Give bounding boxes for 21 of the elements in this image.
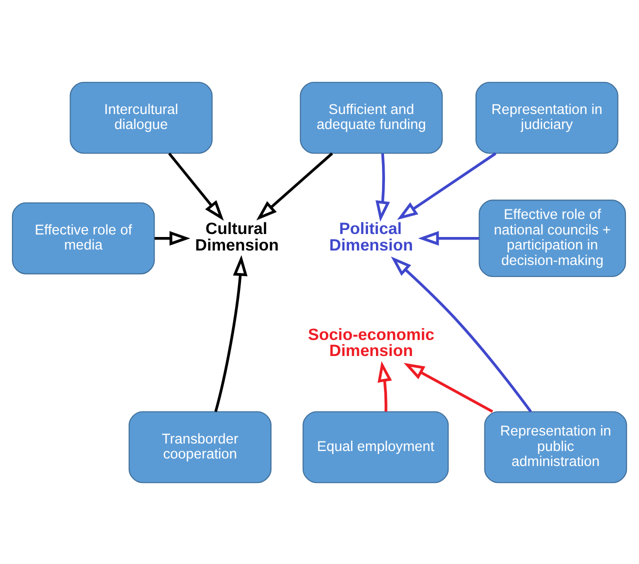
node-box: Sufficient and adequate funding — [300, 81, 443, 154]
node-text: Socio-economic Dimension — [308, 325, 434, 360]
node-box: Equal employment — [302, 410, 449, 483]
arrow — [378, 360, 392, 412]
node-box: Effective role of media — [12, 202, 155, 274]
arrow — [418, 230, 480, 246]
node-box: Representation in judiciary — [475, 81, 618, 154]
node-text: Political Dimension — [329, 219, 413, 254]
arrow — [168, 152, 224, 220]
node-box: Representation in public administration — [484, 410, 628, 483]
node-box: Intercultural dialogue — [70, 81, 213, 154]
arrow — [397, 152, 496, 220]
node-box: Effective role of national councils + participation in decision-making — [478, 199, 626, 277]
arrow — [256, 152, 334, 220]
arrow — [376, 152, 390, 222]
node-box: Transborder cooperation — [128, 410, 272, 483]
node-text: Cultural Dimension — [195, 219, 279, 254]
arrow — [214, 254, 248, 412]
arrow — [154, 230, 190, 246]
arrow — [390, 256, 532, 412]
arrow — [404, 362, 494, 412]
